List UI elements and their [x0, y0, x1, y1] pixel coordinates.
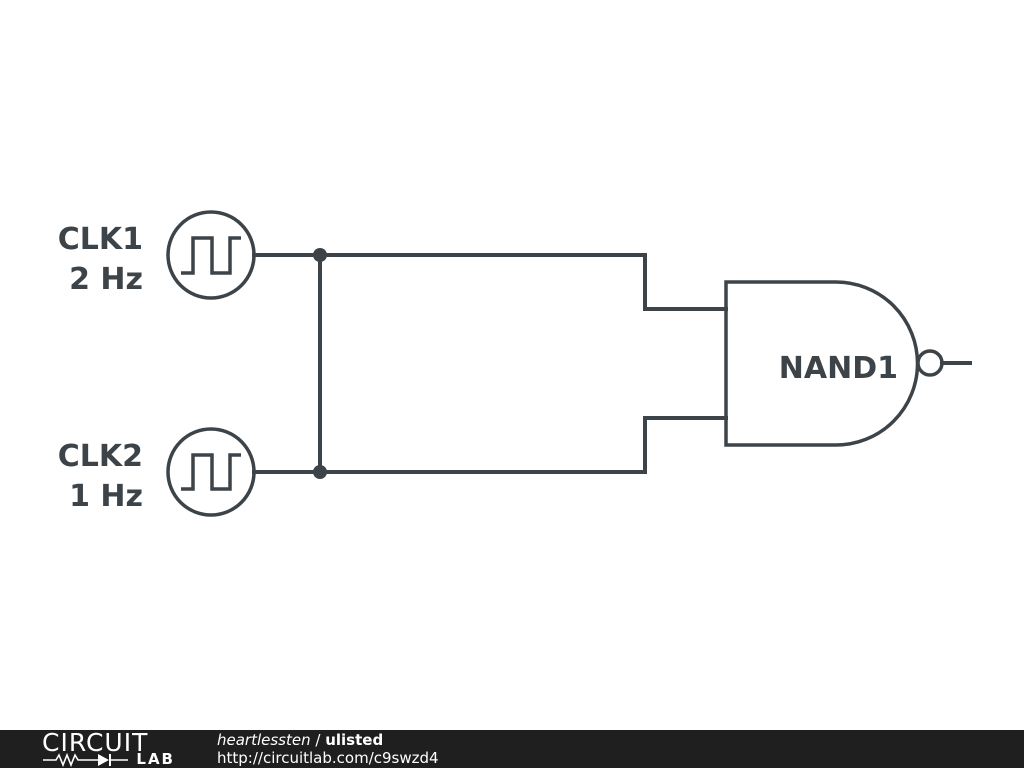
clock-source-2	[166, 427, 256, 517]
wire-clk1-to-nand-input-a	[252, 253, 728, 311]
square-wave-icon	[181, 236, 241, 275]
clk2-name-label: CLK2	[58, 439, 143, 474]
logo-wordmark-lab: LAB	[136, 750, 175, 768]
author-separator: /	[310, 731, 326, 749]
clk1-frequency-label: 2 Hz	[69, 262, 143, 297]
nand1-label: NAND1	[779, 351, 898, 386]
footer-bar: CIRCUIT LAB heartlessten / ulisted http:…	[0, 730, 1024, 768]
circuit-url[interactable]: http://circuitlab.com/c9swzd4	[217, 749, 439, 767]
nand-gate	[724, 280, 972, 447]
circuitlab-logo[interactable]: CIRCUIT LAB	[42, 730, 177, 768]
junction-dot-top	[313, 248, 327, 262]
clock-source-1	[166, 210, 256, 300]
logo-resistor-diode-icon	[43, 753, 128, 767]
visibility-status: ulisted	[325, 731, 384, 749]
author-link[interactable]: heartlessten	[217, 731, 311, 749]
square-wave-icon	[181, 453, 241, 491]
circuit-meta: heartlessten / ulisted http://circuitlab…	[217, 731, 439, 767]
logo-wordmark-circuit: CIRCUIT	[42, 728, 149, 757]
wire-clk2-to-nand-input-b	[252, 416, 728, 474]
junction-dot-bottom	[313, 465, 327, 479]
clk1-name-label: CLK1	[58, 222, 143, 257]
author-line: heartlessten / ulisted	[217, 731, 439, 749]
clk2-frequency-label: 1 Hz	[69, 479, 143, 514]
wires	[252, 248, 728, 479]
